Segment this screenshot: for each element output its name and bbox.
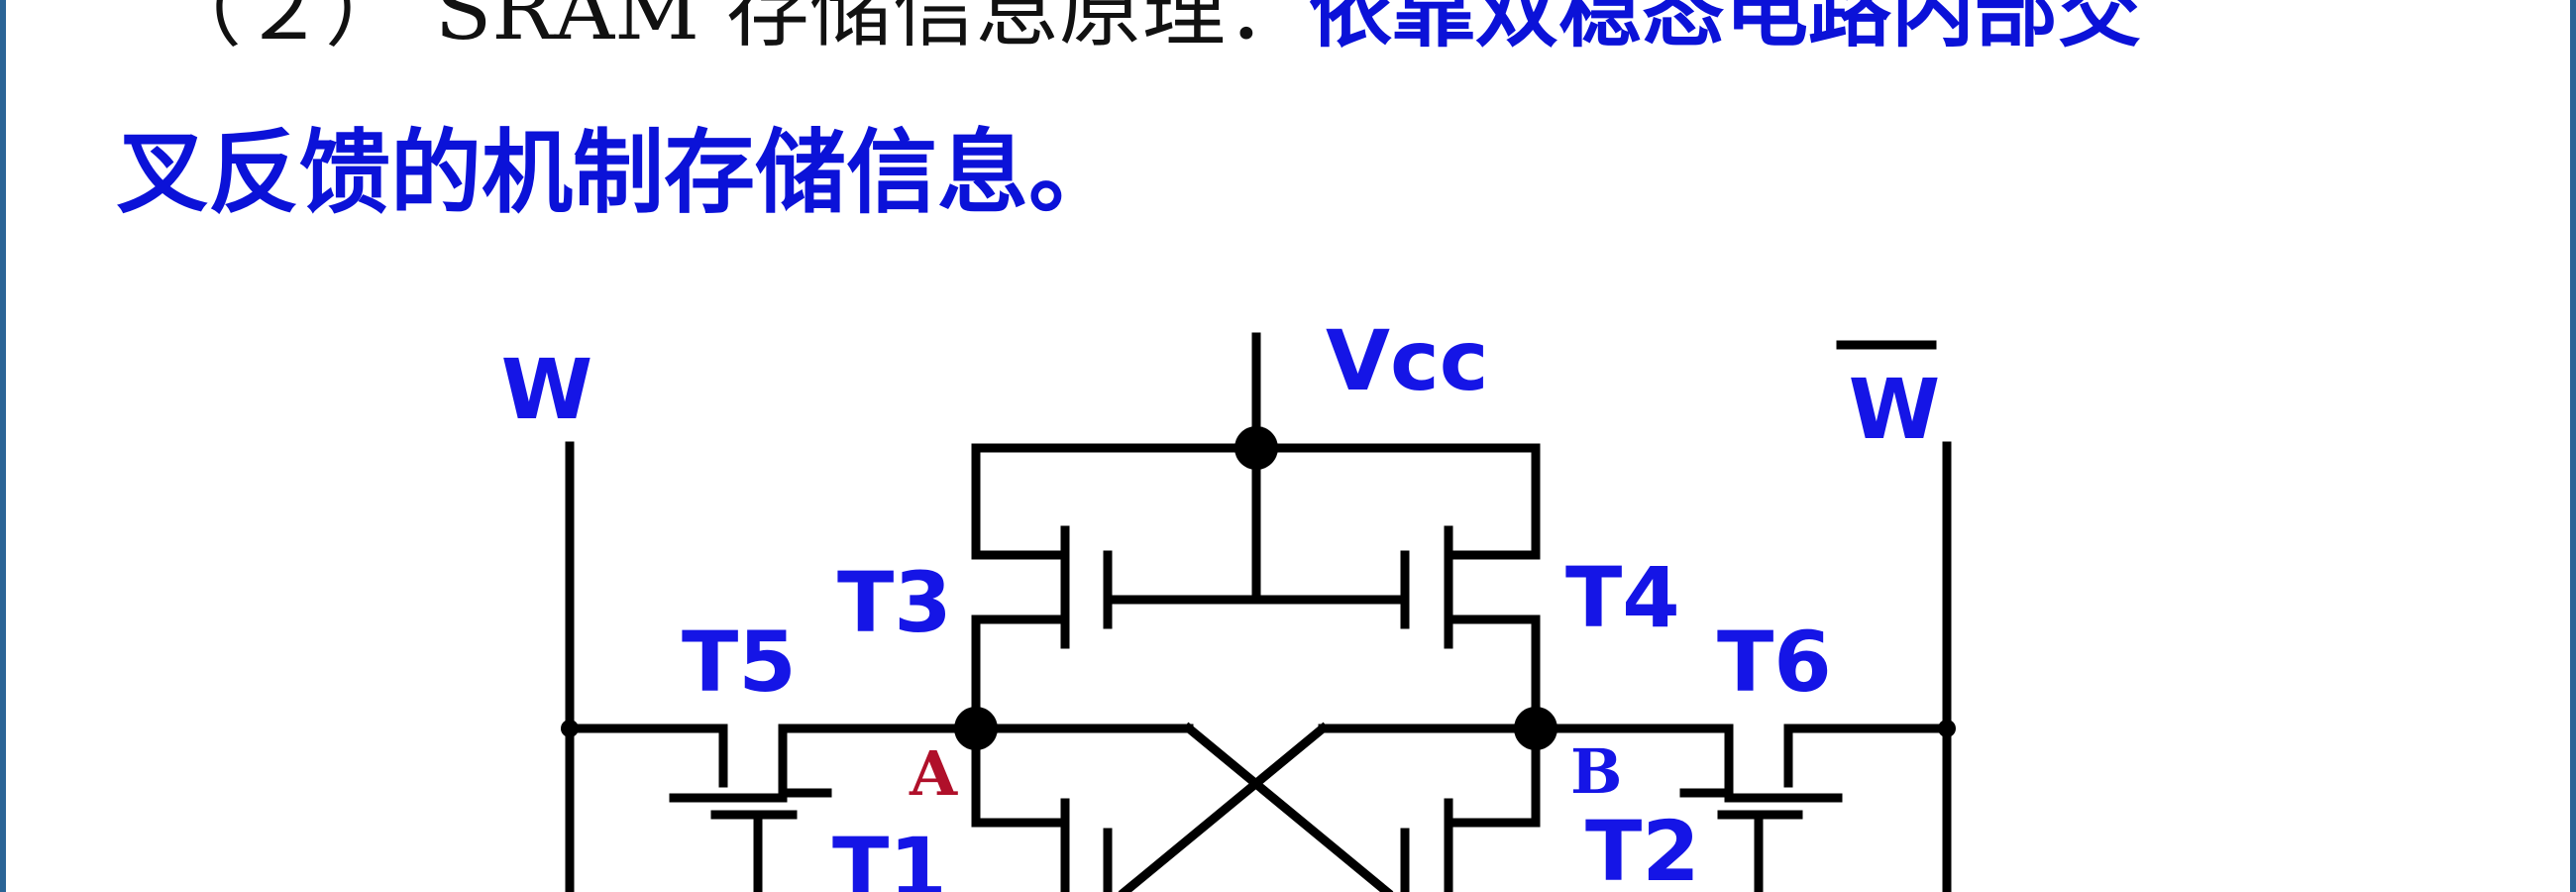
circuit-junctions xyxy=(561,426,1956,750)
left-line-junction-dot xyxy=(561,720,579,737)
node-b-dot xyxy=(1514,707,1557,750)
t3-label: T3 xyxy=(837,554,952,651)
w-left-label: W xyxy=(501,341,593,438)
t6-label: T6 xyxy=(1717,613,1832,711)
t4-label: T4 xyxy=(1565,549,1680,646)
node-a-dot xyxy=(954,707,998,750)
vcc-junction-dot xyxy=(1234,426,1278,470)
node-a-label: A xyxy=(909,737,958,810)
right-line-junction-dot xyxy=(1938,720,1956,737)
heading-highlight: 依靠双稳态电路内部交 xyxy=(1308,0,2141,58)
t1-label: T1 xyxy=(832,820,947,892)
w-bar-label: W xyxy=(1849,361,1941,458)
t5-label: T5 xyxy=(682,613,797,711)
t2-label: T2 xyxy=(1585,803,1700,892)
heading-line-1: （２） SRAM 存储信息原理：依靠双稳态电路内部交 xyxy=(159,0,2141,60)
heading-line-2: 叉反馈的机制存储信息。 xyxy=(117,120,1121,226)
heading-prefix: （２） SRAM 存储信息原理： xyxy=(159,0,1309,58)
node-b-label: B xyxy=(1570,735,1622,808)
vcc-label: Vcc xyxy=(1326,312,1489,409)
